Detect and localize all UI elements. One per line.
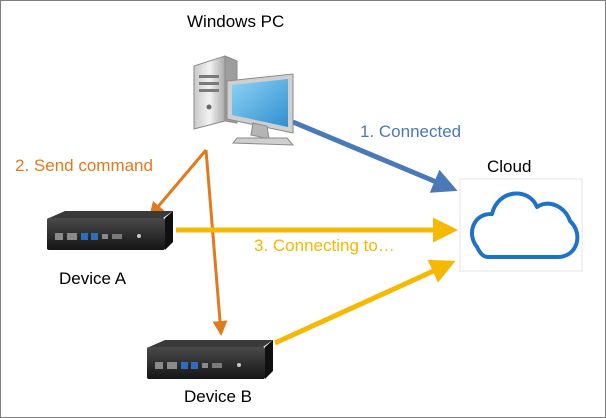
arrow-device-b-to-cloud <box>273 259 456 346</box>
pc-label: Windows PC <box>187 12 285 31</box>
send-command-label: 2. Send command <box>15 156 153 175</box>
arrow-pc-to-cloud <box>292 119 458 193</box>
cloud-icon <box>459 178 583 272</box>
mini-pc-device-icon <box>47 211 173 250</box>
connecting-label: 3. Connecting to… <box>254 236 395 255</box>
mini-pc-device-icon <box>147 340 273 379</box>
device-a-label: Device A <box>59 269 127 288</box>
arrow-pc-to-device-b <box>204 149 228 336</box>
device-b-label: Device B <box>184 387 253 406</box>
desktop-computer-icon <box>193 55 295 146</box>
arrow-pc-to-device-a <box>149 149 208 218</box>
connected-label: 1. Connected <box>360 122 462 141</box>
cloud-label: Cloud <box>487 157 532 176</box>
